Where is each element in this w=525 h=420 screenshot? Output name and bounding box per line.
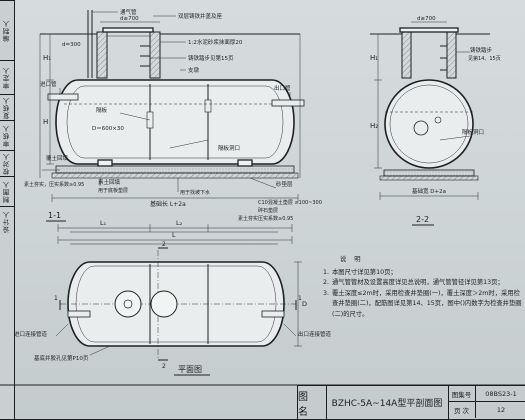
dim-base-length: 基础长 L+2a <box>150 200 186 208</box>
callout-inlet: 进口管 <box>40 80 57 88</box>
callout-step-ref: 见第14、15页 <box>468 55 501 62</box>
callout-step: 铸铁踏步 <box>470 46 493 54</box>
plan-view: 进口连接管道 出口连接管道 基底并胶孔见第P10页 D 2 2 1 1 平面图 <box>14 231 332 376</box>
dim-plan-d: D <box>302 300 307 308</box>
callout-plan-inlet: 进口连接管道 <box>14 330 48 338</box>
page-label: 页 次 <box>448 402 476 418</box>
callout-well-bottom: 用于底板垫层 <box>98 187 128 194</box>
callout-c10: C10混凝土垫层 ≥100~300 <box>258 199 322 206</box>
plan-manhole-2 <box>150 290 178 318</box>
manhole-cover <box>102 27 154 33</box>
partition-hole <box>204 99 212 113</box>
section-mark: 1 <box>54 295 58 302</box>
dim-h: H <box>43 118 48 126</box>
callout-plan-outlet: 出口连接管道 <box>298 330 332 338</box>
callout-partition-hole: 隔板洞口 <box>462 128 484 136</box>
callout-partition-hole: 隔板 <box>96 106 108 114</box>
shaft-wall-right <box>149 31 161 79</box>
callout-backfill-dense: 素土夯实，压实系数≥0.95 <box>24 181 84 188</box>
section-2-2: d≥700 铸铁踏步 见第14、15页 隔板洞口 H₁ H₂ 基础宽 D+2a … <box>370 16 501 226</box>
page-number: 12 <box>496 406 506 414</box>
notes-panel: 说 明 1. 本图尺寸详见第10页； 2. 通气管管材及设置高度详见总说明，通气… <box>318 255 523 321</box>
callout-base-width: 基础宽 D+2a <box>412 187 446 195</box>
base-slab <box>55 165 295 174</box>
step-irons <box>140 45 150 67</box>
section-1-1: 通气管 双层铸铁井盖及座 1:2水泥砂浆抹面厚20 铸铁踏步见第15页 进口管 … <box>24 8 322 244</box>
callout-plan-base: 基底并胶孔见第P10页 <box>34 354 89 362</box>
section-mark: 2 <box>162 363 166 370</box>
shaft-wall-left <box>96 31 108 79</box>
callout-gravel: 碎石垫层 <box>258 207 278 214</box>
dim-l1: L₁ <box>100 219 107 227</box>
dim-h1: H₁ <box>43 54 51 62</box>
dim-h2: H₂ <box>370 122 378 130</box>
dim-h-top: d=300 <box>62 42 81 48</box>
callout-cover: 双层铸铁井盖及座 <box>178 12 223 20</box>
callout-compacted-soil: 素土回填 <box>98 178 121 186</box>
shaft-wall-left <box>401 31 412 79</box>
note-text: 覆土深度≤2m时，采用检查井垫圈(一)，覆土深度＞2m时，采用检查井垫圈(二)，… <box>332 289 522 318</box>
drawing-title: BZHC-5A~14A型平剖面图 <box>326 386 449 419</box>
note-text: 本图尺寸详见第10页； <box>332 268 397 276</box>
atlas-number: 08BS23-1 <box>476 386 525 402</box>
callout-outlet: 出口管 <box>274 84 291 92</box>
dim-d-top: d≥700 <box>120 16 139 22</box>
section-label-1-1: 1-1 <box>48 211 61 220</box>
plan-outlet-pipe <box>261 310 285 318</box>
section-mark: 1 <box>298 295 302 302</box>
title-block: 图 名 BZHC-5A~14A型平剖面图 图集号 08BS23-1 页 次 12 <box>297 385 525 419</box>
atlas-label: 图集号 <box>448 386 476 402</box>
note-text: 通气管管材及设置高度详见总说明，通气管管径详见第13页； <box>332 279 504 287</box>
callout-step: 铸铁踏步见第15页 <box>188 54 234 62</box>
callout-leaders <box>42 11 291 192</box>
note-item: 1. 本图尺寸详见第10页； <box>318 268 523 279</box>
callout-mortar: 1:2水泥砂浆抹面厚20 <box>188 38 243 46</box>
cushion-layer <box>51 172 299 179</box>
callout-base-course: 素土夯实压实系数≥0.95 <box>238 215 293 222</box>
plan-label: 平面图 <box>178 365 202 374</box>
note-item: 2. 通气管管材及设置高度详见总说明，通气管管径详见第13页； <box>318 278 523 289</box>
title-block-label: 图 名 <box>298 386 327 419</box>
callout-hole-size: D＝600×30 <box>92 126 124 132</box>
callout-well-top: 用于找坡下水 <box>180 189 210 196</box>
dim-inner-dia: d≥700 <box>417 16 436 22</box>
plan-manhole-1 <box>114 290 142 318</box>
notes-heading: 说 明 <box>340 256 364 263</box>
callout-support: 支墩 <box>188 66 200 74</box>
callout-cushion: 砂垫层 <box>276 180 293 188</box>
outlet-pipe <box>271 99 305 107</box>
callout-vent-pipe: 通气管 <box>120 8 137 16</box>
partition-hole <box>413 120 429 136</box>
tank-body <box>55 79 295 165</box>
signature-sidebar: 编制人 审定人 复核人 审核人 校对人 制图人 设计人 <box>0 0 15 420</box>
dimension-lines <box>46 21 299 244</box>
dim-l: L <box>172 231 176 239</box>
callout-partition: 隔板洞口 <box>218 144 240 152</box>
tank-cross-section <box>384 79 474 169</box>
section-label-2-2: 2-2 <box>416 215 429 224</box>
inlet-pipe <box>47 93 79 101</box>
note-number: 1. <box>322 268 329 276</box>
note-number: 2. <box>322 279 329 287</box>
note-number: 3. <box>322 289 329 297</box>
note-item: 3. 覆土深度≤2m时，采用检查井垫圈(一)，覆土深度＞2m时，采用检查井垫圈(… <box>318 289 523 321</box>
callout-backfill: 覆土回填 <box>46 154 69 162</box>
shaft-wall-right <box>446 31 457 79</box>
dim-h1: H₁ <box>370 54 378 62</box>
plan-inlet-pipe <box>67 310 91 318</box>
section-mark: 2 <box>162 241 166 248</box>
dim-l2: L₂ <box>176 219 183 227</box>
